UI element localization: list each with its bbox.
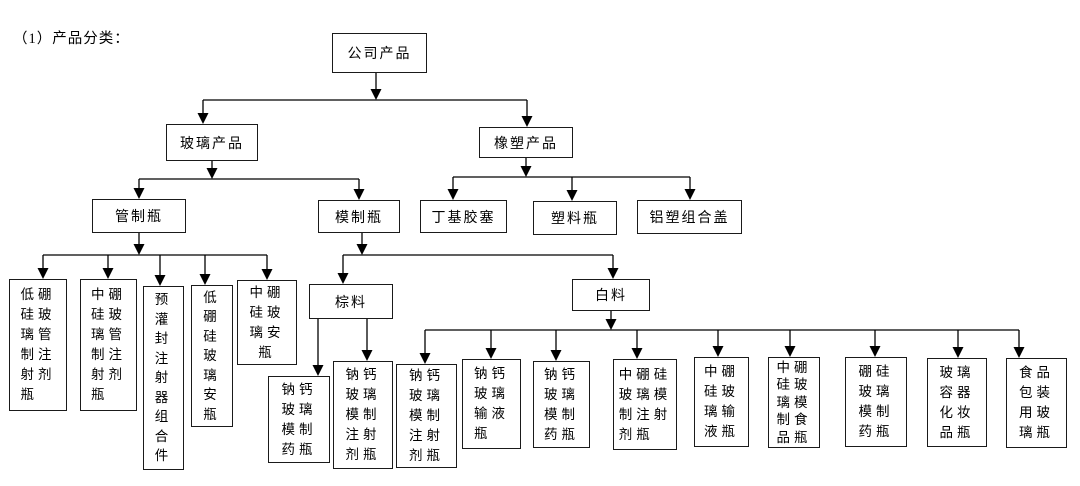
node-prefilled-syringe-assembly: 预 灌 封 注 射 器 组 合 件 xyxy=(143,286,184,470)
node-soda-lime-infusion-bottle: 钠钙 玻璃 输液 瓶 xyxy=(462,359,521,449)
node-butyl-stoppers: 丁基胶塞 xyxy=(420,200,507,233)
node-low-boro-tube-injection-vial: 低硼 硅玻 璃管 制注 射剂 瓶 xyxy=(9,279,67,411)
node-soda-lime-molded-medicine-bottle-brown: 钠钙 玻璃 模制 药瓶 xyxy=(268,376,330,463)
node-mid-boro-molded-injection-vial: 中硼硅 玻璃模 制注射 剂瓶 xyxy=(613,359,677,450)
node-food-packaging-glass-bottle: 食品 包装 用玻 璃瓶 xyxy=(1006,358,1067,448)
node-mid-boro-molded-food-bottle: 中硼 硅玻 璃模 制食 品瓶 xyxy=(768,357,820,448)
node-plastic-bottles: 塑料瓶 xyxy=(533,201,617,235)
node-glass-cosmetic-bottle: 玻璃 容器 化妆 品瓶 xyxy=(927,358,987,447)
node-rubber-plastic-products: 橡塑产品 xyxy=(479,127,573,158)
node-mid-boro-ampoule: 中硼 硅玻 璃安 瓶 xyxy=(237,280,297,365)
node-tube-vials: 管制瓶 xyxy=(92,199,186,233)
node-white-glass: 白料 xyxy=(572,279,650,311)
node-low-boro-ampoule: 低 硼 硅 玻 璃 安 瓶 xyxy=(191,285,233,427)
node-soda-lime-molded-medicine-bottle: 钠钙 玻璃 模制 药瓶 xyxy=(533,361,590,448)
node-soda-lime-molded-injection-vial-brown: 钠钙 玻璃 模制 注射 剂瓶 xyxy=(333,361,393,469)
node-glass-products: 玻璃产品 xyxy=(166,124,258,161)
node-soda-lime-molded-injection-vial: 钠钙 玻璃 模制 注射 剂瓶 xyxy=(396,364,457,468)
node-molded-vials: 模制瓶 xyxy=(318,200,400,233)
node-alu-plastic-caps: 铝塑组合盖 xyxy=(637,200,742,234)
node-mid-boro-tube-injection-vial: 中硼 硅玻 璃管 制注 射剂 瓶 xyxy=(80,279,137,411)
node-company-products: 公司产品 xyxy=(332,33,427,73)
node-brown-glass: 棕料 xyxy=(309,284,393,319)
node-boro-molded-medicine-bottle: 硼硅 玻璃 模制 药瓶 xyxy=(845,357,907,447)
node-mid-boro-infusion-bottle: 中硼 硅玻 璃输 液瓶 xyxy=(694,357,749,447)
diagram-title: （1）产品分类： xyxy=(13,31,130,47)
